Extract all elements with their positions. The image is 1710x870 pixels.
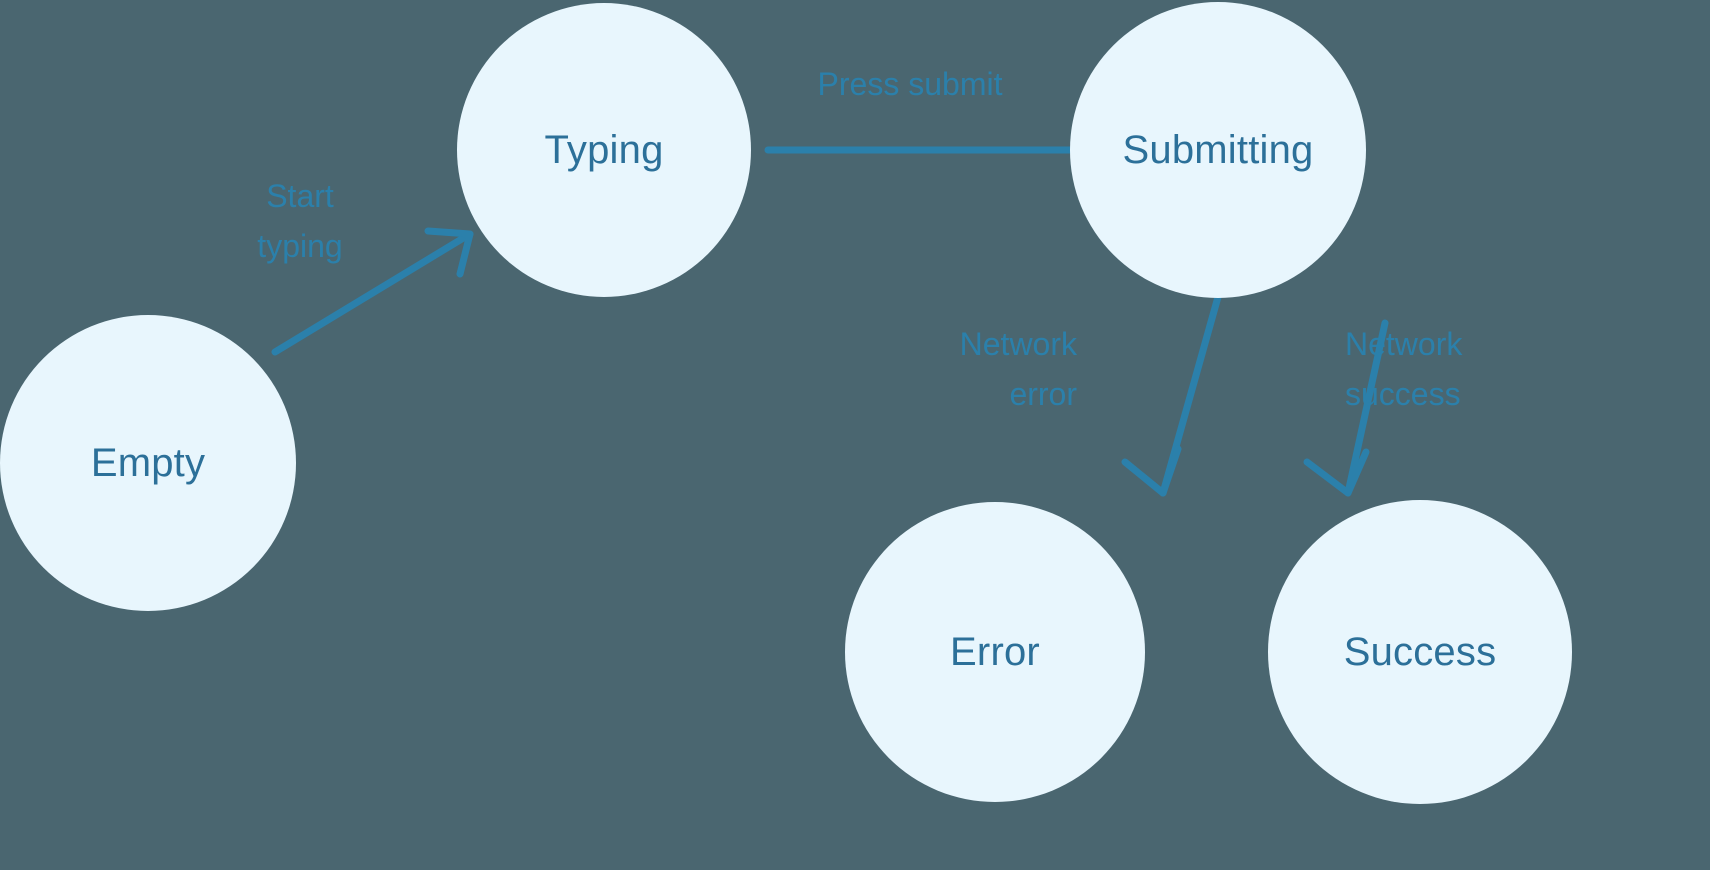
state-node-error[interactable]: Error	[845, 502, 1145, 802]
state-node-empty[interactable]: Empty	[0, 315, 296, 611]
state-node-submitting[interactable]: Submitting	[1070, 2, 1366, 298]
edge-label-press-submit: Press submit	[817, 66, 1003, 102]
edge-label-network-success: Network success	[1345, 326, 1463, 412]
state-node-error-label: Error	[950, 630, 1040, 674]
state-node-typing-label: Typing	[544, 128, 664, 172]
state-node-empty-label: Empty	[90, 441, 206, 485]
state-node-typing[interactable]: Typing	[457, 3, 751, 297]
edge-submitting-to-error	[1121, 293, 1222, 497]
edge-empty-to-typing	[271, 227, 474, 356]
edge-label-start-typing: Start typing	[257, 178, 343, 264]
edge-label-network-error: Network error	[959, 326, 1077, 412]
state-node-success[interactable]: Success	[1268, 500, 1572, 804]
state-node-submitting-label: Submitting	[1122, 128, 1314, 172]
state-node-success-label: Success	[1343, 630, 1497, 674]
edge-submitting-to-success	[1303, 319, 1389, 497]
